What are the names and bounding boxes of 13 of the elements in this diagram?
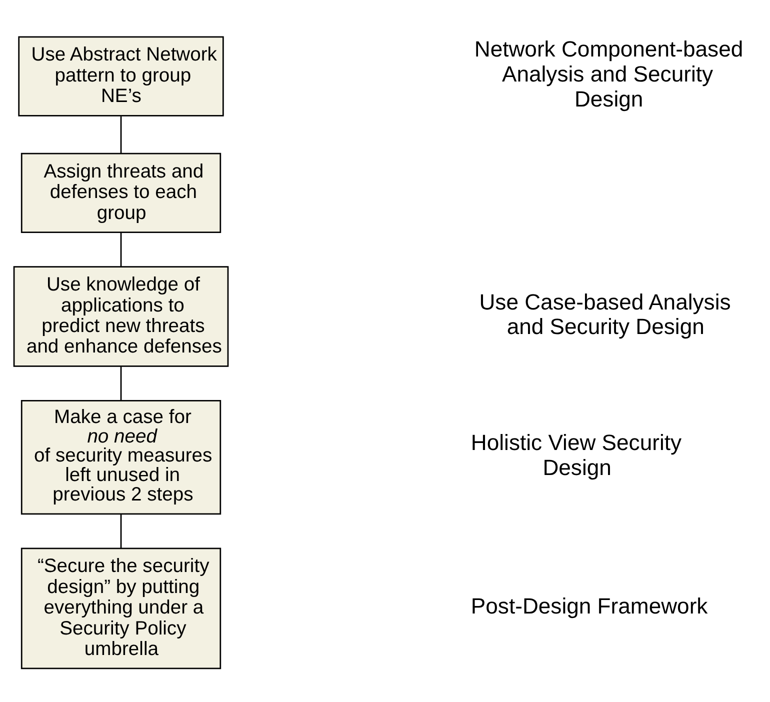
node-box: Use knowledge of applications to predict new threats and enhance defenses xyxy=(13,266,229,367)
connector xyxy=(120,366,122,401)
node-box: “Secure the security design” by putting everything under a Security Policy umbrella xyxy=(20,548,222,670)
label: Network Component-based Analysis and Security Design xyxy=(474,36,744,112)
connector xyxy=(120,116,122,154)
label: Holistic View Security Design xyxy=(470,430,682,480)
node-box: Make a case for no need of security measures left unused in previous 2 steps xyxy=(20,400,222,515)
node-box: Assign threats and defenses to each group xyxy=(20,152,222,233)
connector xyxy=(120,514,122,548)
connector xyxy=(120,232,122,266)
label: Use Case-based Analysis and Security Design xyxy=(479,289,731,340)
label: Post-Design Framework xyxy=(470,594,708,619)
node-box: Use Abstract Network pattern to group NE’s xyxy=(18,36,224,116)
